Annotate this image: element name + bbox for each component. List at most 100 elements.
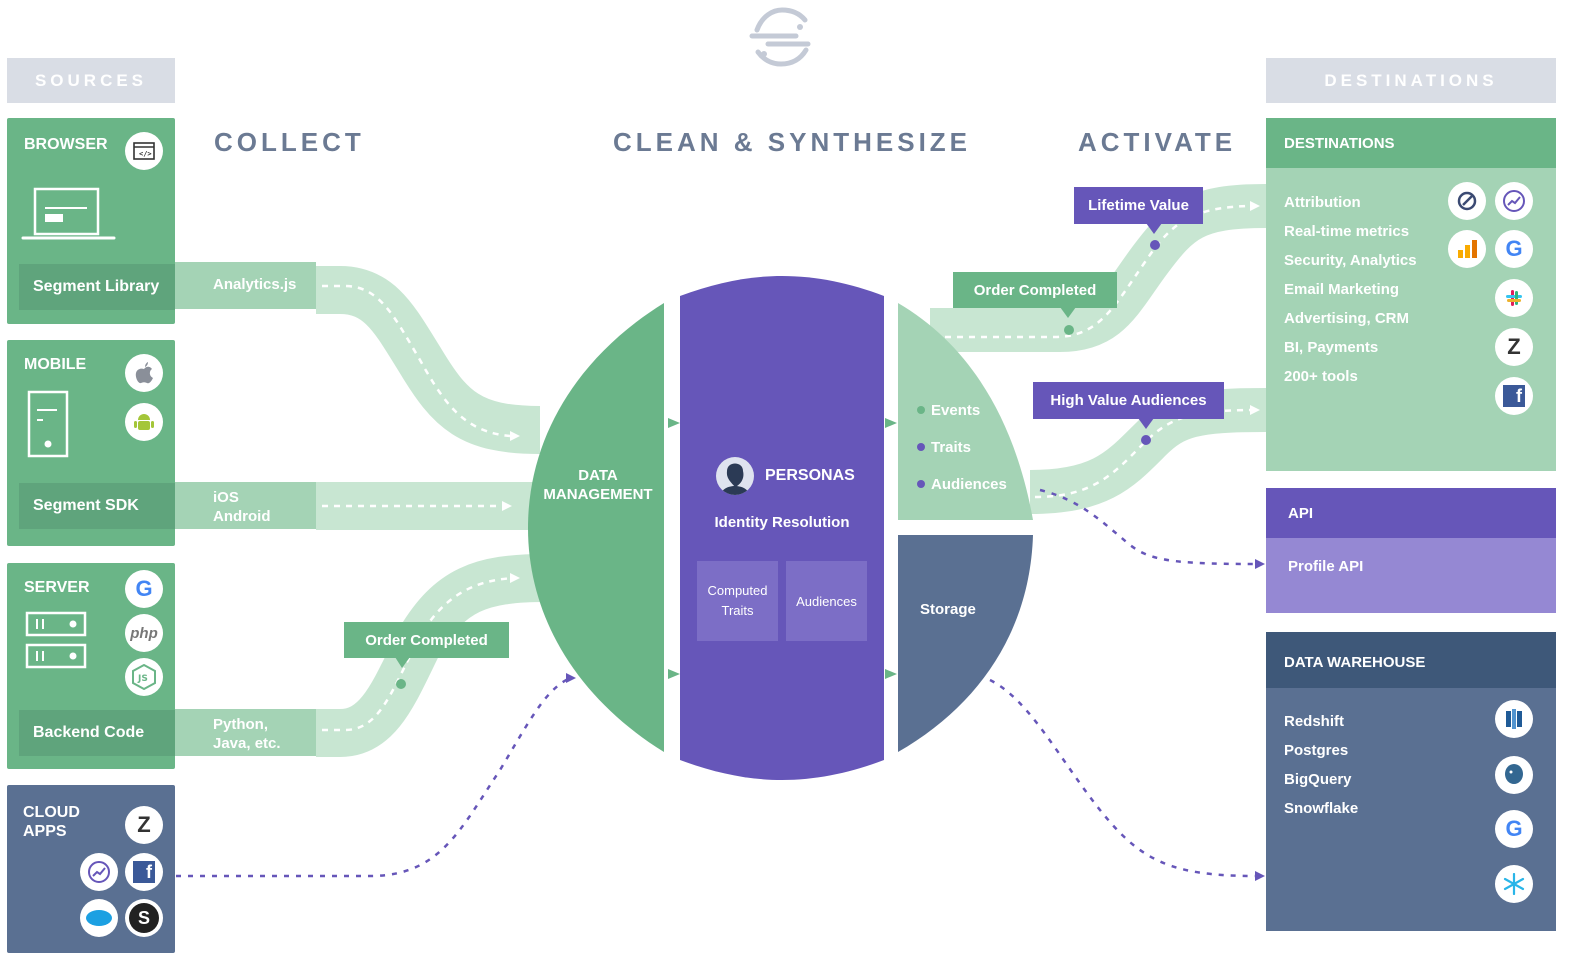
- destination-item: Security, Analytics: [1284, 252, 1417, 269]
- destinations-panel: DESTINATIONS Attribution Real-time metri…: [1266, 118, 1556, 471]
- personas-avatar-icon: [716, 457, 754, 495]
- browser-pipe: [316, 266, 541, 454]
- bigquery-icon: G: [1495, 810, 1533, 848]
- cloud-apps-source: CLOUD APPS Z f S: [7, 785, 175, 953]
- server-title: SERVER: [24, 579, 90, 596]
- facebook-dest-icon: f: [1495, 377, 1533, 415]
- destinations-tab: DESTINATIONS: [1266, 58, 1556, 103]
- svg-text:JS: JS: [137, 674, 148, 684]
- destination-item: Email Marketing: [1284, 281, 1400, 298]
- server-pipe-label: Python, Java, etc.: [175, 709, 316, 756]
- google-analytics-icon: [1448, 230, 1486, 268]
- api-title: API: [1288, 505, 1314, 522]
- stripe-glyph: S: [129, 903, 159, 933]
- collect-heading: COLLECT: [214, 127, 365, 157]
- computed-traits-box: Computed Traits: [697, 561, 778, 641]
- code-window-icon: </>: [125, 132, 163, 170]
- events-item: Events: [931, 402, 981, 419]
- server-pipe-text: Python, Java, etc.: [213, 715, 281, 753]
- phone-icon: [27, 390, 69, 458]
- android-text: Android: [213, 508, 271, 525]
- destinations-list: Attribution Real-time metrics Security, …: [1284, 188, 1417, 391]
- python-text: Python,: [213, 716, 268, 733]
- segment-sdk-label: Segment SDK: [19, 483, 175, 529]
- apple-icon: [125, 354, 163, 392]
- cloud-title-2: APPS: [23, 823, 67, 840]
- data-label: DATA: [578, 467, 618, 484]
- snowflake-icon: [1495, 865, 1533, 903]
- laptop-icon: [21, 187, 116, 240]
- profile-api-item: Profile API: [1288, 558, 1364, 575]
- salesforce-icon: [80, 899, 118, 937]
- personas-label: PERSONAS: [765, 467, 855, 484]
- data-warehouse-header: DATA WAREHOUSE: [1266, 632, 1556, 688]
- management-label: MANAGEMENT: [543, 486, 653, 503]
- google-icon: G: [125, 570, 163, 608]
- order-completed-tag-left: Order Completed: [344, 622, 509, 658]
- zendesk-icon: Z: [125, 806, 163, 844]
- storage-shape: [898, 535, 1033, 752]
- optimizely-icon: [1448, 182, 1486, 220]
- mobile-source: MOBILE Segment SDK: [7, 340, 175, 546]
- mobile-title: MOBILE: [24, 356, 87, 373]
- destination-item: Real-time metrics: [1284, 223, 1410, 240]
- server-rack-icon: [25, 611, 87, 669]
- android-icon: [125, 403, 163, 441]
- data-warehouse-title: DATA WAREHOUSE: [1284, 654, 1426, 671]
- mobile-pipe-label: iOS Android: [175, 482, 316, 529]
- svg-text:</>: </>: [139, 150, 152, 158]
- high-value-audiences-tag: High Value Audiences: [1033, 382, 1224, 419]
- stripe-icon: S: [125, 899, 163, 937]
- warehouse-item: Snowflake: [1284, 800, 1359, 817]
- destinations-header: DESTINATIONS: [1266, 118, 1556, 168]
- traits-item: Traits: [931, 439, 972, 456]
- destination-item: Attribution: [1284, 194, 1361, 211]
- analytics-js-pipe-label: Analytics.js: [175, 262, 316, 309]
- cloud-title-1: CLOUD: [23, 804, 80, 821]
- sources-tab: SOURCES: [7, 58, 175, 103]
- api-panel: API Profile API: [1266, 488, 1556, 613]
- zendesk-dest-icon: Z: [1495, 328, 1533, 366]
- analytics-js-text: Analytics.js: [213, 276, 297, 293]
- php-icon: php: [125, 614, 163, 652]
- mixpanel-dest-icon: [1495, 182, 1533, 220]
- slack-icon: [1495, 279, 1533, 317]
- google-dest-icon: G: [1495, 230, 1533, 268]
- activate-heading: ACTIVATE: [1078, 127, 1237, 157]
- audiences-item: Audiences: [931, 476, 1007, 493]
- data-management-label: DATA MANAGEMENT: [536, 466, 660, 504]
- lifetime-value-tag: Lifetime Value: [1074, 187, 1203, 224]
- destinations-title: DESTINATIONS: [1284, 135, 1395, 152]
- activate-shape: [898, 303, 1033, 520]
- personas-shape: [680, 276, 884, 780]
- destination-item: BI, Payments: [1284, 339, 1379, 356]
- mobile-pipe-text: iOS Android: [213, 488, 271, 526]
- destination-item: Advertising, CRM: [1284, 310, 1410, 327]
- api-header: API: [1266, 488, 1556, 538]
- lifetime-pipe: [930, 184, 1267, 352]
- identity-resolution-label: Identity Resolution: [714, 514, 850, 531]
- warehouse-list: Redshift Postgres BigQuery Snowflake: [1284, 707, 1358, 823]
- audiences-box: Audiences: [786, 561, 867, 641]
- order-completed-tag-right: Order Completed: [953, 272, 1117, 308]
- segment-logo-icon: [749, 7, 811, 67]
- cloud-apps-title: CLOUD APPS: [23, 803, 80, 841]
- facebook-glyph: f: [133, 861, 155, 883]
- computed-label: Computed: [707, 583, 768, 598]
- segment-library-label: Segment Library: [19, 264, 175, 310]
- ios-text: iOS: [213, 489, 239, 506]
- destination-item: 200+ tools: [1284, 368, 1358, 385]
- redshift-icon: [1495, 700, 1533, 738]
- warehouse-line: [989, 678, 1256, 878]
- postgres-icon: [1495, 756, 1533, 794]
- mixpanel-icon: [80, 853, 118, 891]
- data-warehouse-panel: DATA WAREHOUSE Redshift Postgres BigQuer…: [1266, 632, 1556, 931]
- browser-source: BROWSER </> Segment Library: [7, 118, 175, 324]
- data-management-shape: [528, 303, 664, 752]
- nodejs-icon: JS: [125, 658, 163, 696]
- server-source: SERVER G php JS Backend Code: [7, 563, 175, 769]
- traits-label: Traits: [721, 603, 754, 618]
- warehouse-item: BigQuery: [1284, 771, 1352, 788]
- java-text: Java, etc.: [213, 735, 281, 752]
